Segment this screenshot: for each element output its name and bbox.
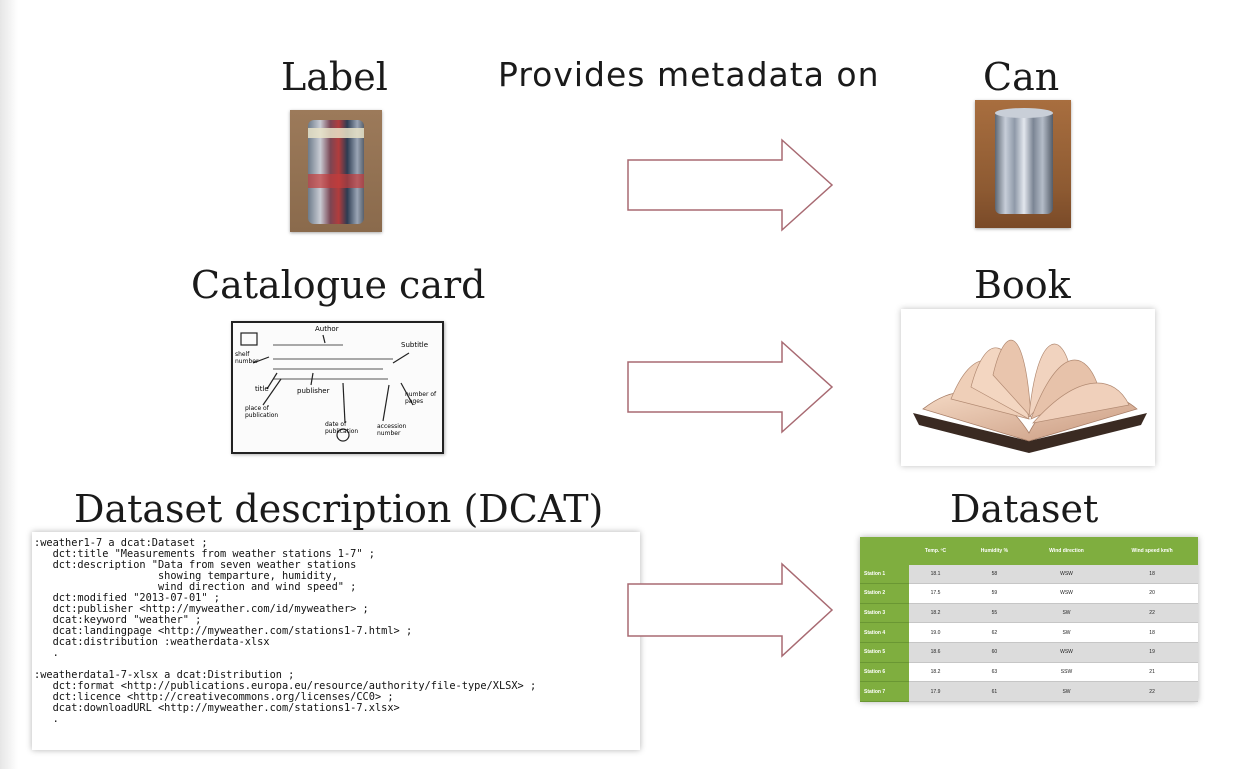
card-annotation-author: Author xyxy=(315,325,339,333)
table-cell: 19 xyxy=(1106,642,1198,663)
table-cell: 59 xyxy=(962,583,1027,604)
code-line: . xyxy=(34,647,59,659)
table-row-header: Station 4 xyxy=(860,622,909,643)
table-header-cell: Wind speed km/h xyxy=(1106,537,1198,565)
dataset-title: Dataset xyxy=(950,487,1099,531)
table-header-cell: Temp. ºC xyxy=(909,537,963,565)
code-line: dct:licence <http://creativecommons.org/… xyxy=(34,691,394,703)
code-line: dcat:keyword "weather" ; xyxy=(34,614,202,626)
code-line: . xyxy=(34,713,59,725)
card-annotation-subtitle: Subtitle xyxy=(401,341,429,349)
table-cell: WSW xyxy=(1026,565,1107,585)
table-cell: 61 xyxy=(962,681,1027,702)
open-book-photo xyxy=(901,309,1155,466)
code-line: dct:format <http://publications.europa.e… xyxy=(34,680,537,692)
card-annotation-title: title xyxy=(255,385,269,393)
table-cell: SW xyxy=(1026,622,1107,643)
table-cell: SW xyxy=(1026,681,1107,702)
table-cell: 22 xyxy=(1106,681,1198,702)
code-line: :weather1-7 a dcat:Dataset ; xyxy=(34,537,208,549)
code-line: dcat:downloadURL <http://myweather.com/s… xyxy=(34,702,400,714)
table-cell: 17.9 xyxy=(909,681,963,702)
code-line: dct:publisher <http://myweather.com/id/m… xyxy=(34,603,369,615)
table-row-header: Station 2 xyxy=(860,583,909,604)
table-cell: 17.5 xyxy=(909,583,963,604)
dataset-description-title: Dataset description (DCAT) xyxy=(74,487,604,531)
book-title: Book xyxy=(974,263,1071,307)
provides-metadata-caption: Provides metadata on xyxy=(498,55,880,94)
table-header-cell: Wind direction xyxy=(1026,537,1107,565)
table-cell: 18.2 xyxy=(909,603,963,624)
table-cell: 20 xyxy=(1106,583,1198,604)
table-cell: 18.1 xyxy=(909,565,963,585)
code-line: dcat:landingpage <http://myweather.com/s… xyxy=(34,625,413,637)
dcat-code-block: :weather1-7 a dcat:Dataset ; dct:title "… xyxy=(32,532,640,750)
table-cell: 18.2 xyxy=(909,662,963,683)
table-cell: WSW xyxy=(1026,583,1107,604)
card-annotation-publisher: publisher xyxy=(297,387,330,395)
table-cell: 22 xyxy=(1106,603,1198,624)
table-cell: WSW xyxy=(1026,642,1107,663)
table-cell: 18 xyxy=(1106,565,1198,585)
catalogue-card-title: Catalogue card xyxy=(191,263,486,307)
code-line: wind direction and wind speed" ; xyxy=(34,581,357,593)
table-cell: 62 xyxy=(962,622,1027,643)
tin-can-photo xyxy=(975,100,1071,228)
left-edge-shade xyxy=(0,0,18,769)
right-arrow-icon xyxy=(627,562,834,658)
table-cell: 18.6 xyxy=(909,642,963,663)
table-header-cell xyxy=(860,537,909,565)
code-line: showing temparture, humidity, xyxy=(34,570,338,582)
card-annotation-shelf-number: shelf number xyxy=(235,351,259,365)
table-cell: 55 xyxy=(962,603,1027,624)
table-cell: SSW xyxy=(1026,662,1107,683)
card-annotation-number-of-pages: number of pages xyxy=(405,391,437,405)
table-row-header: Station 5 xyxy=(860,642,909,663)
table-header-cell: Humidity % xyxy=(962,537,1027,565)
table-cell: SW xyxy=(1026,603,1107,624)
card-annotation-date-of-publication: date of publication xyxy=(325,421,359,435)
table-row-header: Station 7 xyxy=(860,681,909,702)
code-line: dct:description "Data from seven weather… xyxy=(34,559,357,571)
catalogue-card-image: Author Subtitle shelf number title publi… xyxy=(231,321,444,454)
table-row-header: Station 3 xyxy=(860,603,909,624)
code-line: dct:title "Measurements from weather sta… xyxy=(34,548,375,560)
card-annotation-place-of-publication: place of publication xyxy=(245,405,279,419)
code-line: dcat:distribution :weatherdata-xlsx xyxy=(34,636,270,648)
table-row-header: Station 1 xyxy=(860,565,909,585)
label-title: Label xyxy=(281,55,388,99)
table-cell: 63 xyxy=(962,662,1027,683)
card-annotation-accession-number: accession number xyxy=(377,423,407,437)
table-row-header: Station 6 xyxy=(860,662,909,683)
right-arrow-icon xyxy=(627,138,834,232)
table-cell: 60 xyxy=(962,642,1027,663)
can-title: Can xyxy=(983,55,1060,99)
right-arrow-icon xyxy=(627,340,834,434)
table-cell: 19.0 xyxy=(909,622,963,643)
code-line: dct:modified "2013-07-01" ; xyxy=(34,592,220,604)
table-cell: 21 xyxy=(1106,662,1198,683)
code-line: :weatherdata1-7-xlsx a dcat:Distribution… xyxy=(34,669,295,681)
table-cell: 58 xyxy=(962,565,1027,585)
table-cell: 18 xyxy=(1106,622,1198,643)
can-label-photo xyxy=(290,110,382,232)
